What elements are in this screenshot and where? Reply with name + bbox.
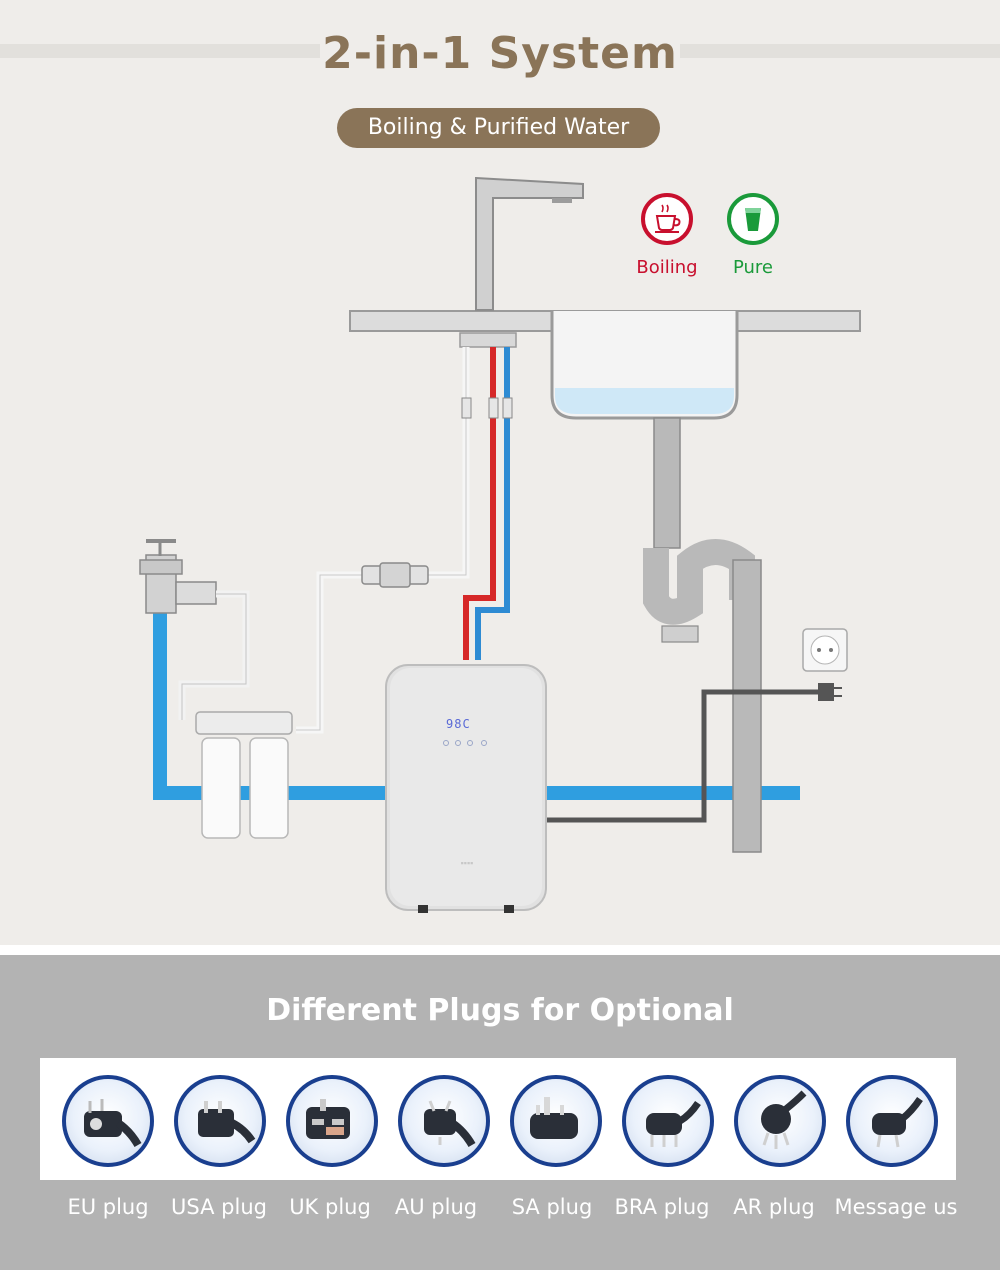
subtitle-badge: Boiling & Purified Water <box>337 108 660 148</box>
plug-label-usa: USA plug <box>171 1195 267 1219</box>
filter-canister-2 <box>249 737 289 839</box>
plug-label-sa: SA plug <box>511 1195 593 1219</box>
banner-strip-left <box>0 44 320 58</box>
drain-pipe-vertical <box>653 417 681 549</box>
filter-canister-1 <box>201 737 241 839</box>
plug-label-uk: UK plug <box>289 1195 371 1219</box>
bra-plug-icon <box>622 1075 714 1167</box>
plug-label-bra: BRA plug <box>614 1195 710 1219</box>
plumbing-diagram: ▪▪▪▪ <box>139 176 861 913</box>
drain-trap <box>643 539 755 625</box>
boiling-legend <box>640 192 694 246</box>
plug-label-ar: AR plug <box>733 1195 815 1219</box>
plug-icons-strip <box>40 1058 956 1180</box>
plug-label-au: AU plug <box>394 1195 478 1219</box>
usa-plug-icon <box>174 1075 266 1167</box>
sink-water <box>555 388 734 414</box>
plug-label-eu: EU plug <box>67 1195 149 1219</box>
water-glass-icon <box>727 193 779 245</box>
filter-bracket <box>195 711 293 735</box>
faucet-connector <box>459 332 517 348</box>
power-cord <box>546 689 820 823</box>
au-plug-icon <box>398 1075 490 1167</box>
eu-plug-icon <box>62 1075 154 1167</box>
plug-label-message: Message us <box>834 1195 958 1219</box>
sa-plug-icon <box>510 1075 602 1167</box>
generic-plug-icon <box>846 1075 938 1167</box>
ar-plug-icon <box>734 1075 826 1167</box>
faucet-outlet <box>552 198 572 203</box>
uk-plug-icon <box>286 1075 378 1167</box>
banner-strip-right <box>680 44 1000 58</box>
faucet <box>475 176 584 311</box>
boiling-label: Boiling <box>636 257 698 278</box>
water-main-line <box>153 610 800 800</box>
coffee-cup-icon <box>641 193 693 245</box>
plugs-title: Different Plugs for Optional <box>266 993 734 1028</box>
hot-line <box>463 347 496 660</box>
cold-line <box>475 347 510 660</box>
device-temp-display: 98C <box>446 717 471 731</box>
control-buttons <box>443 740 487 746</box>
power-plug <box>818 683 834 701</box>
device-brand-mark: ▪▪▪▪ <box>461 858 474 868</box>
supply-line <box>178 590 250 720</box>
page-title: 2-in-1 System <box>322 28 678 79</box>
pure-legend <box>726 192 780 246</box>
system-diagram-panel: 2-in-1 System Boiling & Purified Water <box>0 0 1000 945</box>
pure-label: Pure <box>732 257 774 278</box>
drain-pipe-down <box>732 559 762 853</box>
plugs-panel: Different Plugs for Optional EU plug USA… <box>0 955 1000 1270</box>
